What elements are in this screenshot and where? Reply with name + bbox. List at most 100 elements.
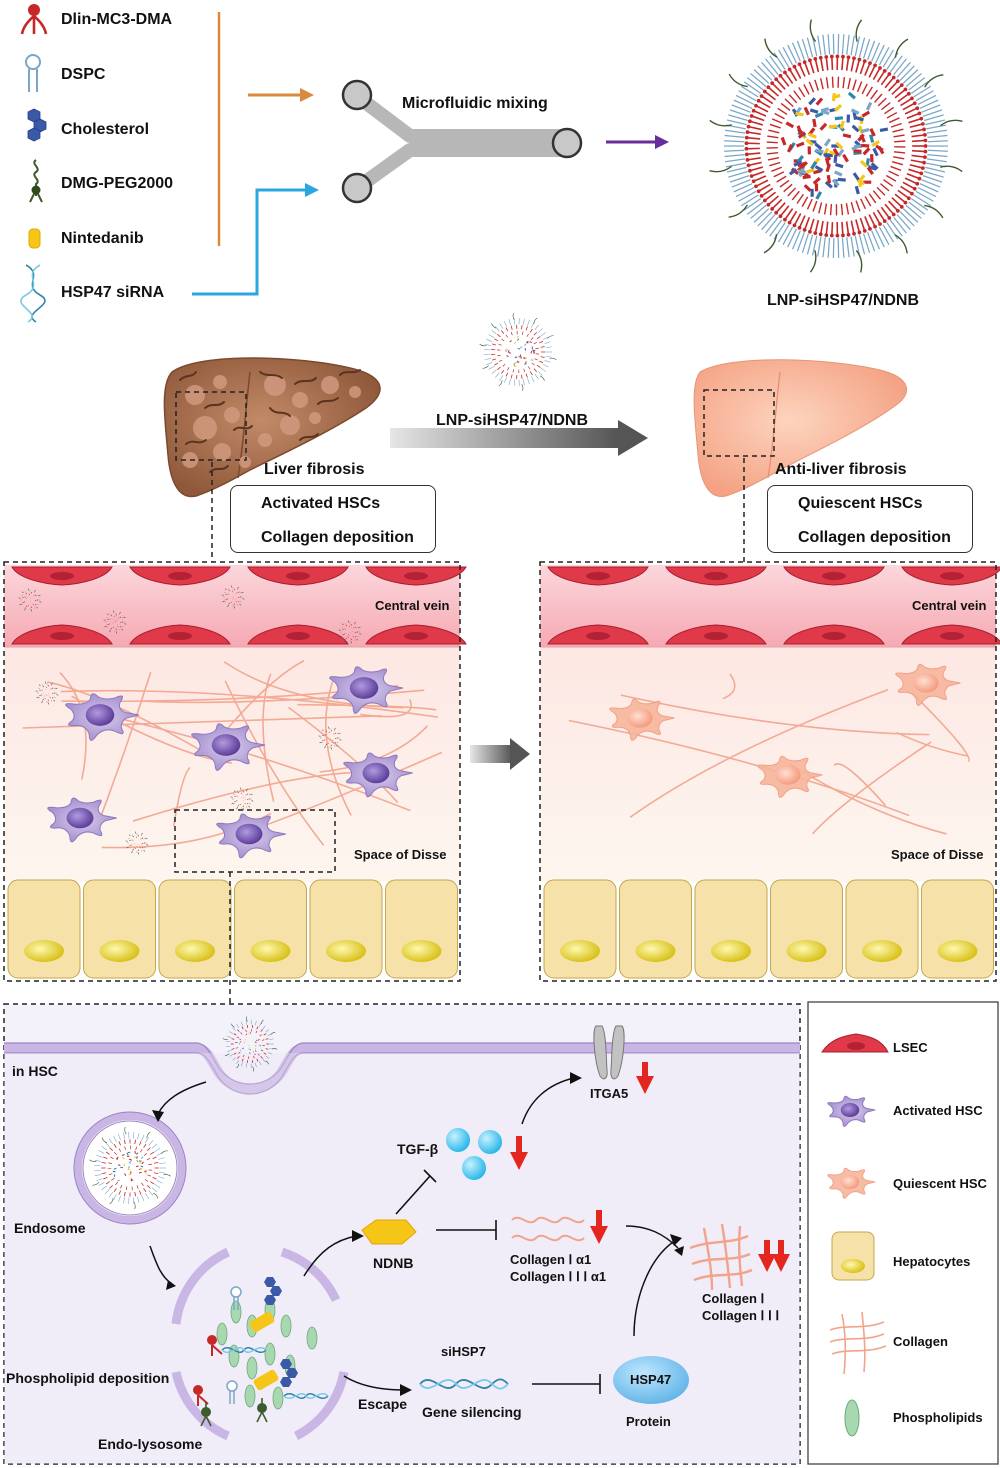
activated-hsc-cell bbox=[191, 723, 266, 771]
quiescent-hsc-cell bbox=[895, 663, 961, 706]
arrow-heads bbox=[152, 1072, 684, 1396]
hepatocyte-cell bbox=[845, 879, 919, 979]
collagen-a1-1-label: Collagen Ⅰ α1 bbox=[510, 1252, 592, 1267]
tgf-label: TGF-β bbox=[397, 1141, 439, 1157]
quiescent-hsc-cell bbox=[609, 698, 675, 741]
activated-hscs-text: Activated HSCs bbox=[261, 495, 381, 512]
activated-hsc-cell bbox=[65, 693, 140, 741]
hepatocyte-cell bbox=[921, 879, 994, 979]
anti-fibrosis-info-box: Quiescent HSCs Collagen deposition bbox=[767, 485, 973, 553]
lnp-particle bbox=[230, 787, 254, 811]
collagen-deposition-down-text: Collagen deposition bbox=[798, 529, 951, 546]
inhibition-lines bbox=[395, 1169, 601, 1394]
label-nintedanib: Nintedanib bbox=[61, 230, 144, 247]
legend-lsec-label: LSEC bbox=[893, 1040, 928, 1055]
endosome-label: Endosome bbox=[14, 1220, 86, 1236]
activated-hsc-cell bbox=[47, 797, 117, 843]
sirna-icon bbox=[20, 264, 46, 323]
legend-quiescent-hsc-icon bbox=[827, 1167, 876, 1199]
gene-silencing-label: Gene silencing bbox=[422, 1404, 522, 1420]
legend-hepatocyte-icon bbox=[831, 1231, 875, 1281]
lsec-cell bbox=[129, 566, 231, 586]
legend-activated-hsc-icon bbox=[827, 1095, 876, 1127]
endo-lysosome bbox=[171, 1247, 349, 1441]
dlin-mc3-dma-icon bbox=[20, 4, 48, 35]
collagen-3-label: Collagen Ⅰ Ⅰ Ⅰ bbox=[702, 1308, 780, 1323]
anti-fibrosis-title: Anti-liver fibrosis bbox=[775, 461, 907, 478]
activated-hsc-cell bbox=[329, 666, 404, 714]
in-hsc-label: in HSC bbox=[12, 1063, 58, 1079]
label-sirna: HSP47 siRNA bbox=[61, 284, 165, 301]
lnp-particle bbox=[125, 831, 149, 855]
lnp-particle bbox=[338, 620, 362, 644]
legend-lsec-icon bbox=[821, 1033, 889, 1053]
tgf-beta-spheres bbox=[446, 1128, 502, 1180]
central-vein-left: Central vein bbox=[375, 598, 450, 613]
tissue-arrow bbox=[470, 738, 530, 770]
lsec-cell bbox=[129, 624, 231, 645]
collagen-1-label: Collagen Ⅰ bbox=[702, 1291, 765, 1306]
lnp-particle bbox=[103, 610, 127, 634]
cell-membrane bbox=[4, 1042, 800, 1095]
protein-label: Protein bbox=[626, 1414, 671, 1429]
lsec-cell bbox=[665, 624, 767, 645]
label-dmg-peg: DMG-PEG2000 bbox=[61, 175, 174, 192]
hepatocyte-cell bbox=[158, 879, 232, 979]
hepatocyte-cell bbox=[309, 879, 383, 979]
healthy-tissue-panel bbox=[539, 561, 1000, 982]
itga5-receptor bbox=[593, 1025, 625, 1080]
lsec-cell bbox=[247, 566, 349, 586]
legend-collagen-icon bbox=[829, 1311, 887, 1375]
orange-arrow bbox=[248, 88, 314, 102]
lnp-nanoparticle bbox=[709, 19, 963, 273]
purple-arrow bbox=[606, 135, 669, 149]
healthy-liver bbox=[693, 359, 908, 497]
treatment-arrow bbox=[390, 420, 648, 456]
endo-lysosome-label: Endo-lysosome bbox=[98, 1436, 203, 1452]
legend-activated-hsc-label: Activated HSC bbox=[893, 1103, 983, 1118]
hepatocyte-cell bbox=[619, 879, 692, 979]
ndnb-label: NDNB bbox=[373, 1255, 414, 1271]
space-disse-left: Space of Disse bbox=[354, 847, 447, 862]
quiescent-hsc-cell bbox=[827, 1167, 876, 1199]
dmg-peg-icon bbox=[29, 159, 43, 203]
phospholipid-deposition-label: Phospholipid deposition bbox=[6, 1370, 170, 1386]
lsec-cell bbox=[901, 624, 1000, 645]
microfluidic-chip bbox=[341, 79, 583, 204]
lnp-at-membrane bbox=[222, 1016, 278, 1072]
collagen-fibers bbox=[689, 1223, 753, 1291]
collagen-deposition-up-text: Collagen deposition bbox=[261, 529, 414, 546]
legend-hepatocytes-label: Hepatocytes bbox=[893, 1254, 971, 1269]
lnp-particle bbox=[18, 588, 42, 612]
hsp47-protein bbox=[613, 1356, 689, 1404]
fibrotic-liver bbox=[163, 357, 381, 498]
hepatocyte-cell bbox=[543, 879, 617, 979]
lsec-cell bbox=[665, 566, 767, 586]
activated-hsc-cell bbox=[216, 813, 286, 859]
collagen-mrna bbox=[511, 1216, 585, 1242]
blue-arrow bbox=[192, 183, 319, 296]
lsec-cell bbox=[783, 566, 885, 586]
hepatocyte-cell bbox=[7, 879, 81, 979]
liver-fibrosis-title: Liver fibrosis bbox=[264, 461, 365, 478]
ndnb-molecule bbox=[361, 1219, 417, 1245]
hepatocyte-cell bbox=[694, 879, 768, 979]
label-lnp: LNP-siHSP47/NDNB bbox=[767, 292, 920, 309]
collagen-a1-3-label: Collagen Ⅰ Ⅰ Ⅰ α1 bbox=[510, 1269, 607, 1284]
itga5-label: ITGA5 bbox=[590, 1086, 629, 1101]
activated-hsc-cell bbox=[827, 1095, 876, 1127]
lsec-cell bbox=[547, 624, 649, 645]
hepatocyte-cell bbox=[234, 879, 307, 979]
sihsp-label: siHSP7 bbox=[441, 1344, 486, 1359]
escape-label: Escape bbox=[358, 1396, 408, 1412]
lsec-cell bbox=[783, 624, 885, 645]
hepatocyte-cell bbox=[83, 879, 156, 979]
lsec-cell bbox=[365, 624, 467, 645]
activated-hsc-cell bbox=[343, 752, 413, 798]
sirna-helix bbox=[419, 1378, 509, 1390]
lnp-in-endosome bbox=[89, 1126, 171, 1210]
lnp-nanoparticle-small bbox=[479, 313, 557, 391]
quiescent-hscs-text: Quiescent HSCs bbox=[798, 495, 923, 512]
legend-quiescent-hsc-label: Quiescent HSC bbox=[893, 1176, 987, 1191]
label-dlin: Dlin-MC3-DMA bbox=[61, 11, 173, 28]
